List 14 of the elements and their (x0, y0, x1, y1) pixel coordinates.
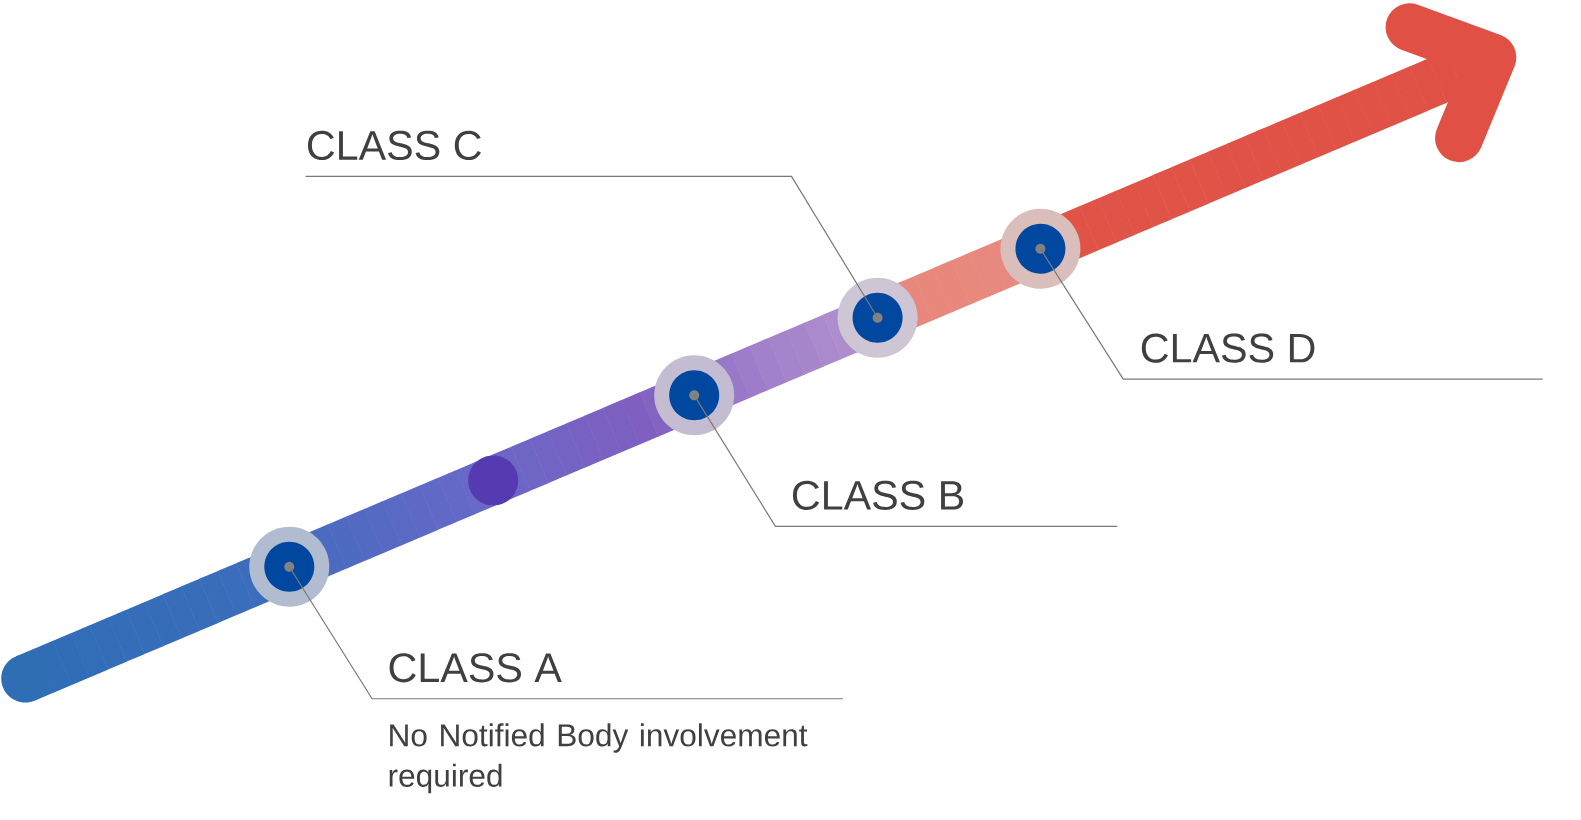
dot-marker (468, 455, 519, 506)
leader-line (288, 566, 844, 700)
dot-marker (1000, 208, 1081, 289)
dot-marker (249, 526, 330, 607)
class-label: CLASS B (792, 480, 964, 510)
dot-marker (654, 355, 735, 436)
class-label: CLASS A (389, 653, 562, 683)
note-text: No Notified Body involvement required (389, 723, 808, 794)
leader-line (693, 394, 1118, 527)
dot-marker (837, 277, 918, 358)
class-label: CLASS C (307, 130, 481, 161)
leader-line (1039, 248, 1544, 380)
class-label: CLASS D (1141, 333, 1315, 363)
leader-line (304, 175, 879, 319)
